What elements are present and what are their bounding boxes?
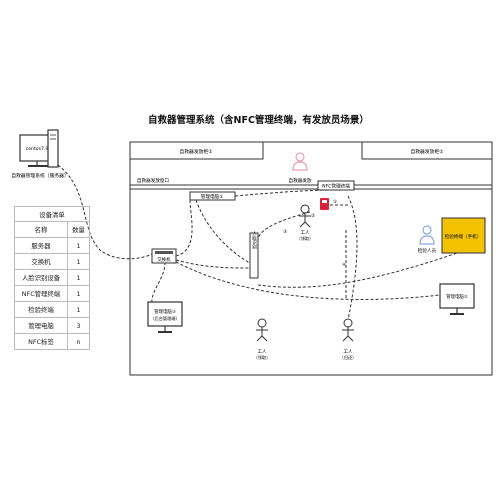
equipment-qty: 1 [67,269,90,286]
equipment-qty: 1 [67,301,90,318]
equipment-caption: 设备清单 [14,206,90,222]
step-1-label: ① [333,199,337,205]
server-screen-text: centos7.9 [26,146,49,152]
server-tower-icon [47,129,59,168]
shelf-right [361,141,493,160]
equipment-header: 名称 [14,221,68,238]
step-arrows [304,204,350,300]
room-layout [129,141,493,376]
table-row: 人脸识别设备 1 [14,269,90,286]
equipment-name: NFC管理终端 [14,285,68,302]
nfc-terminal-label: NFC管理终端 [322,183,350,190]
worker-top-name: 工人 [300,230,310,236]
table-row: 服务器 1 [14,237,90,254]
pc-left-monitor-icon [147,301,183,327]
link-switch-pc-top [175,199,193,257]
worker-bottom-left [256,318,268,342]
window-label: 自救器发放窗口 [137,177,170,184]
inspector-label: 检验人员 [418,247,437,254]
table-row: NFC标签 n [14,333,90,350]
pc-left-label-1: 管理电脑③ [154,308,176,315]
link-switch-pc-right [175,261,441,300]
link-server-switch [57,164,153,260]
equipment-qty: n [67,333,90,350]
shelf-left-label: 自救器发放柜① [179,148,212,155]
pc-left-label-2: （后台管理端） [150,315,179,322]
link-pc-face [195,199,256,267]
link-switch-face [175,259,251,269]
face-device-label: 人脸识别 [252,231,257,251]
link-face-inspect [257,251,461,288]
server-caption: 自救器管理系统（服务器） [11,172,69,179]
equipment-table: 设备清单 名称 数量 服务器 1 交换机 1 人脸识别设备 1 NFC管理终端 … [14,206,90,350]
worker-top [299,204,311,228]
equipment-header: 数量 [67,221,90,238]
link-nfc-worker-return [347,195,358,321]
step-3-label: ③ [283,229,287,235]
inspect-terminal-box [441,217,486,254]
pc-top-label: 管理电脑① [201,193,224,200]
worker-bottom-right-role: （归还） [340,354,357,361]
pc-right [439,283,475,315]
worker-bottom-right-name: 工人 [343,349,353,355]
worker-top-role: （领取） [297,235,314,242]
table-row: NFC管理终端 1 [14,285,90,302]
step-2-label: ② [311,213,315,219]
link-nfc-face [257,211,311,239]
face-device-box [249,232,259,279]
equipment-name: 服务器 [14,237,68,254]
nfc-reader-icon [320,198,329,210]
equipment-name: 管理电脑 [14,317,68,334]
switch-label: 交换机 [157,256,171,263]
pc-right-monitor-icon [439,283,475,309]
table-row: 管理电脑 3 [14,317,90,334]
worker-bottom-right [342,318,354,342]
equipment-name: NFC标签 [14,333,68,350]
network-links [57,164,461,321]
link-pc-top-nfc [234,189,337,197]
equipment-name: 交换机 [14,253,68,270]
issue-desk-label: 自救器发放 [289,177,312,184]
table-row: 检验终端 1 [14,301,90,318]
room-outline [129,141,493,376]
pc-right-label: 管理电脑② [446,293,468,300]
inspect-terminal-label: 检验终端（手机） [445,233,482,240]
step-4-label: ④ [342,262,346,268]
equipment-qty: 1 [67,253,90,270]
switch-device [151,248,177,264]
staff-person-icon [292,152,308,171]
inspector-person-icon [419,225,435,245]
server-computer: centos7.9 自救器管理系统（服务器） [11,129,69,179]
equipment-qty: 3 [67,317,90,334]
equipment-header-row: 名称 数量 [14,221,90,238]
link-switch-pc-left [151,261,166,306]
worker-bottom-left-name: 工人 [257,349,267,355]
equipment-name: 检验终端 [14,301,68,318]
equipment-qty: 1 [67,285,90,302]
worker-bottom-left-role: （领取） [254,354,271,361]
table-row: 交换机 1 [14,253,90,270]
pc-left [147,301,183,333]
page-title: 自救器管理系统（含NFC管理终端，有发放员场景） [148,115,369,126]
shelf-left [129,141,264,160]
equipment-qty: 1 [67,237,90,254]
shelf-right-label: 自救器发放柜② [410,148,443,155]
equipment-name: 人脸识别设备 [14,269,68,286]
